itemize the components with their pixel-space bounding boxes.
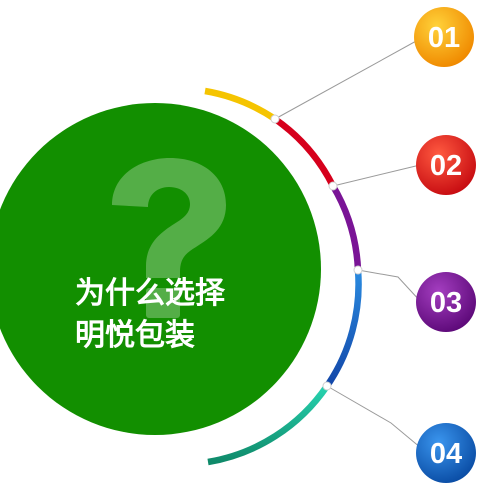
- title-line-2: 明悦包装: [75, 318, 195, 353]
- arc-segment-01: [204, 87, 277, 122]
- badge-number-04: 04: [430, 438, 462, 470]
- badge-number-03: 03: [430, 287, 462, 319]
- badge-03[interactable]: 03: [416, 272, 476, 332]
- badge-02[interactable]: 02: [416, 135, 476, 195]
- center-circle: [0, 103, 321, 435]
- badge-circle-03: [416, 272, 476, 332]
- arc-segment-02: [273, 116, 336, 188]
- question-mark-icon: [112, 158, 226, 318]
- leader-line-03: [357, 269, 422, 303]
- arc-segment-04: [324, 269, 362, 388]
- badge-number-01: 01: [428, 22, 460, 54]
- badge-01[interactable]: 01: [414, 7, 474, 67]
- progress-arc: [204, 87, 362, 466]
- badge-circle-01: [414, 7, 474, 67]
- badge-04[interactable]: 04: [416, 423, 476, 483]
- leader-line-04: [326, 385, 422, 449]
- badge-number-02: 02: [430, 150, 462, 182]
- title-line-1: 为什么选择: [75, 276, 226, 311]
- arc-segment-tail: [207, 384, 330, 466]
- leader-lines: [274, 39, 422, 449]
- junction-dot-04: [322, 381, 332, 391]
- arc-segment-03: [330, 184, 362, 271]
- leader-line-01: [274, 39, 419, 120]
- junction-dot-02: [328, 181, 338, 191]
- badge-circle-04: [416, 423, 476, 483]
- junction-dots: [270, 114, 363, 391]
- badge-circle-02: [416, 135, 476, 195]
- junction-dot-03: [353, 265, 363, 275]
- leader-line-02: [332, 164, 421, 187]
- junction-dot-01: [270, 114, 280, 124]
